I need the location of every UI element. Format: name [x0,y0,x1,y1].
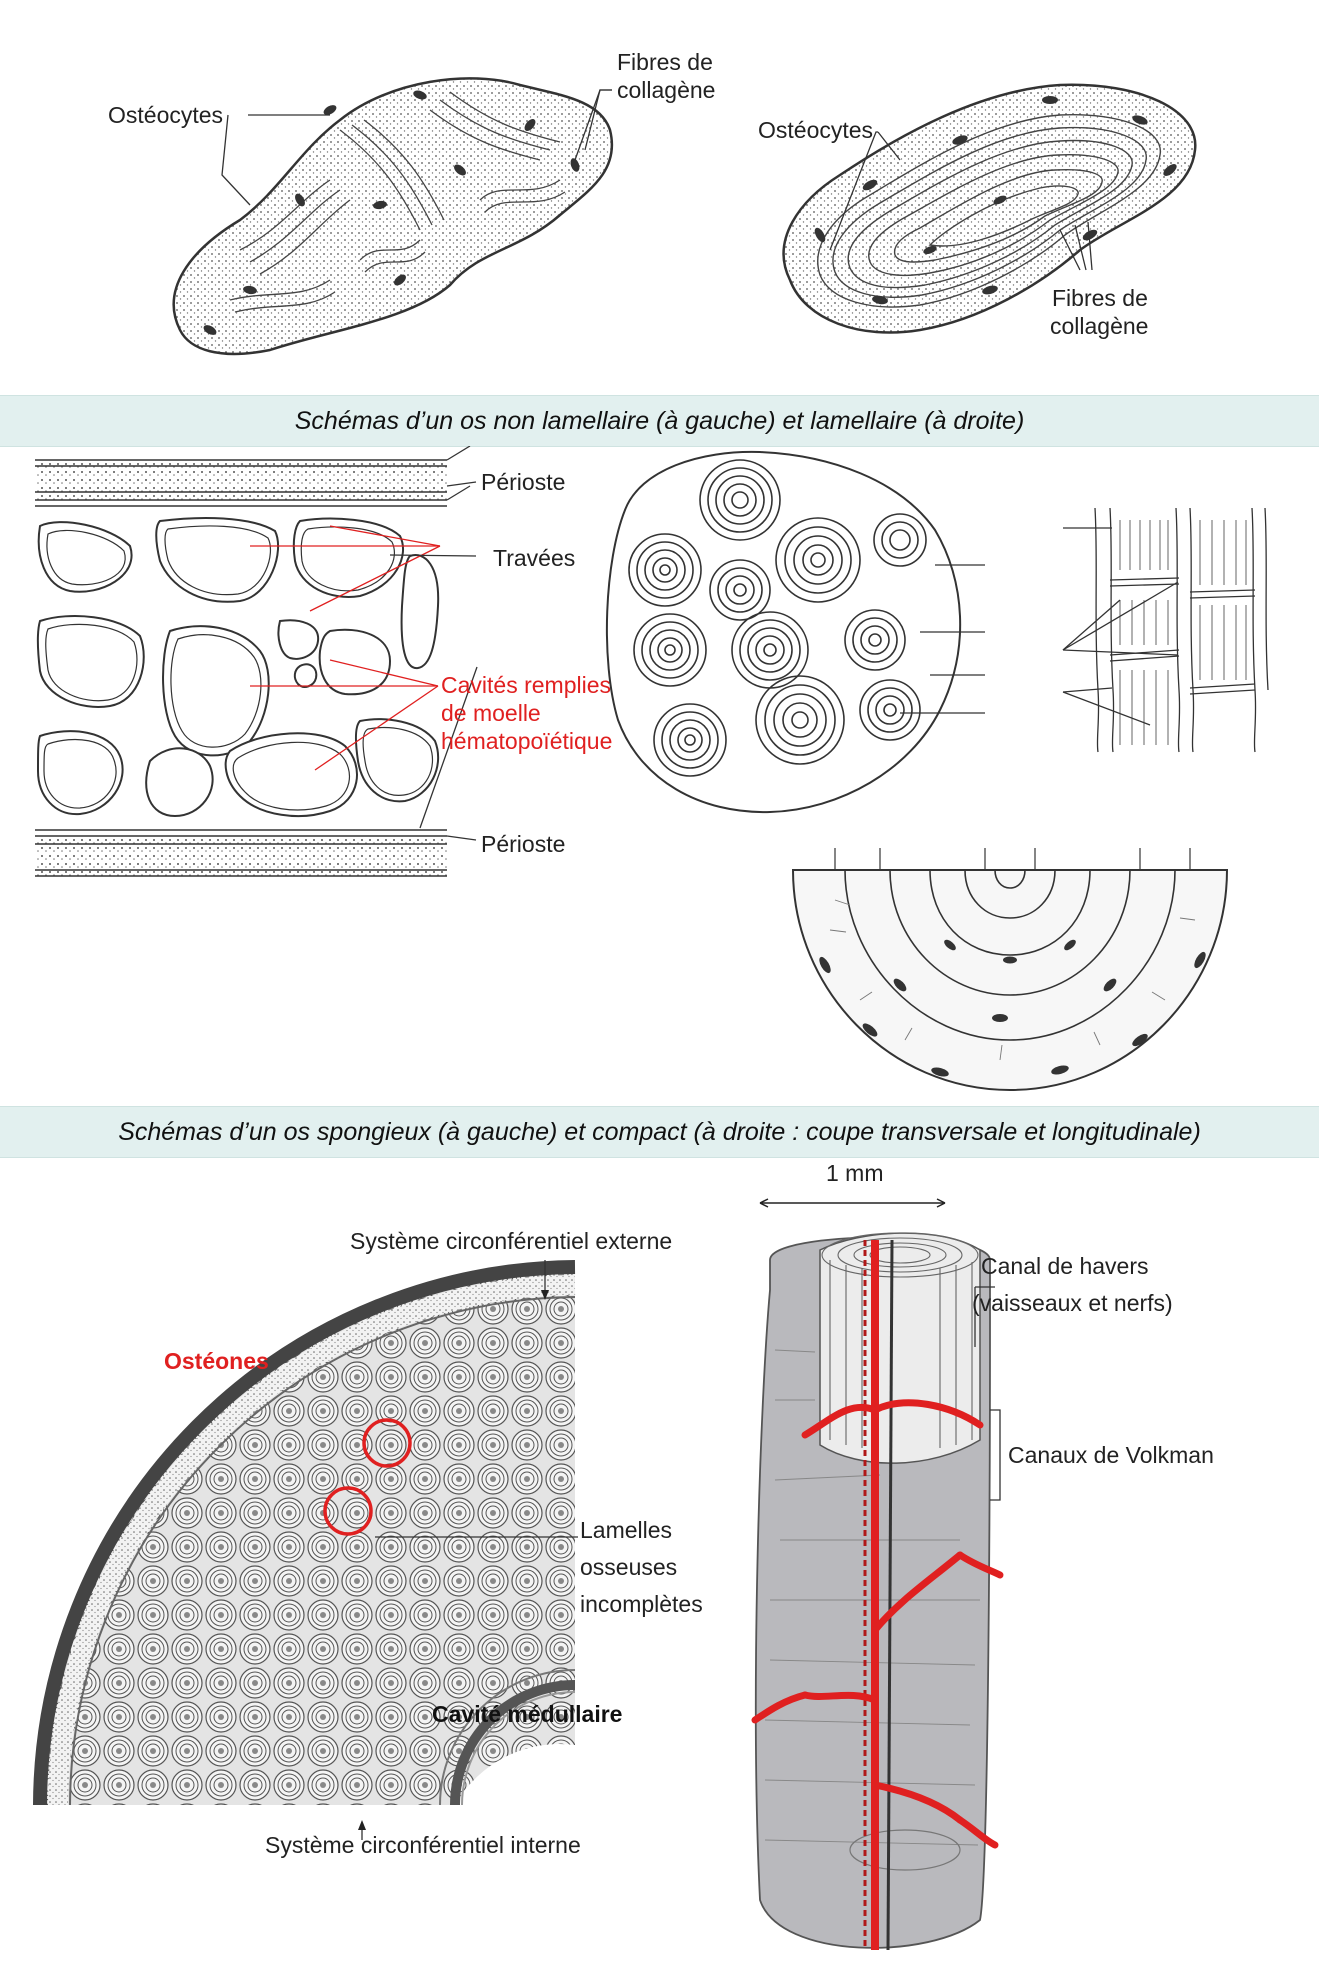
label-havers-1: Canal de havers [981,1253,1149,1279]
lamellar-bone-drawing [782,83,1197,334]
scale-bar [759,1198,946,1208]
non-lamellar-bone-drawing [172,77,614,356]
right-leader-lines [829,131,1093,271]
spongy-bone-drawing [35,429,480,877]
label-lamelles-3: incomplètes [580,1591,703,1617]
label-fibres-left-2: collagène [617,77,715,103]
label-fibres-right-1: Fibres de [1052,285,1148,311]
label-systeme-externe: Système circonférentiel externe [350,1228,672,1254]
woven-and-lamellar-bone-diagrams: Ostéocytes Fibres de collagène [0,0,1319,385]
label-osteocytes-left: Ostéocytes [108,102,223,128]
label-lamelles-1: Lamelles [580,1517,672,1543]
label-havers-2: (vaisseaux et nerfs) [972,1290,1173,1316]
osteon-3d-cylinder [751,1232,1004,1951]
caption-spongy-compact: Schémas d’un os spongieux (à gauche) et … [0,1106,1319,1158]
osteon-highlight-circles [323,1418,412,1536]
left-leader-lines [221,89,612,206]
label-osteocytes-right: Ostéocytes [758,117,873,143]
label-osteones: Ostéones [164,1348,269,1374]
cavity-leader-lines [250,525,441,612]
caption-woven-lamellar: Schémas d’un os non lamellaire (à gauche… [0,395,1319,447]
label-fibres-right-2: collagène [1050,313,1148,339]
label-systeme-interne: Système circonférentiel interne [265,1832,581,1858]
label-fibres-left-1: Fibres de [617,49,713,75]
label-scale: 1 mm [826,1160,884,1186]
label-volkman: Canaux de Volkman [1008,1442,1214,1468]
cortical-bone-quarter-section [33,1260,576,1806]
label-lamelles-2: osseuses [580,1554,677,1580]
label-cavite-medullaire: Cavité médullaire [432,1701,622,1727]
spongy-and-compact-bone-diagrams [0,429,1319,1106]
